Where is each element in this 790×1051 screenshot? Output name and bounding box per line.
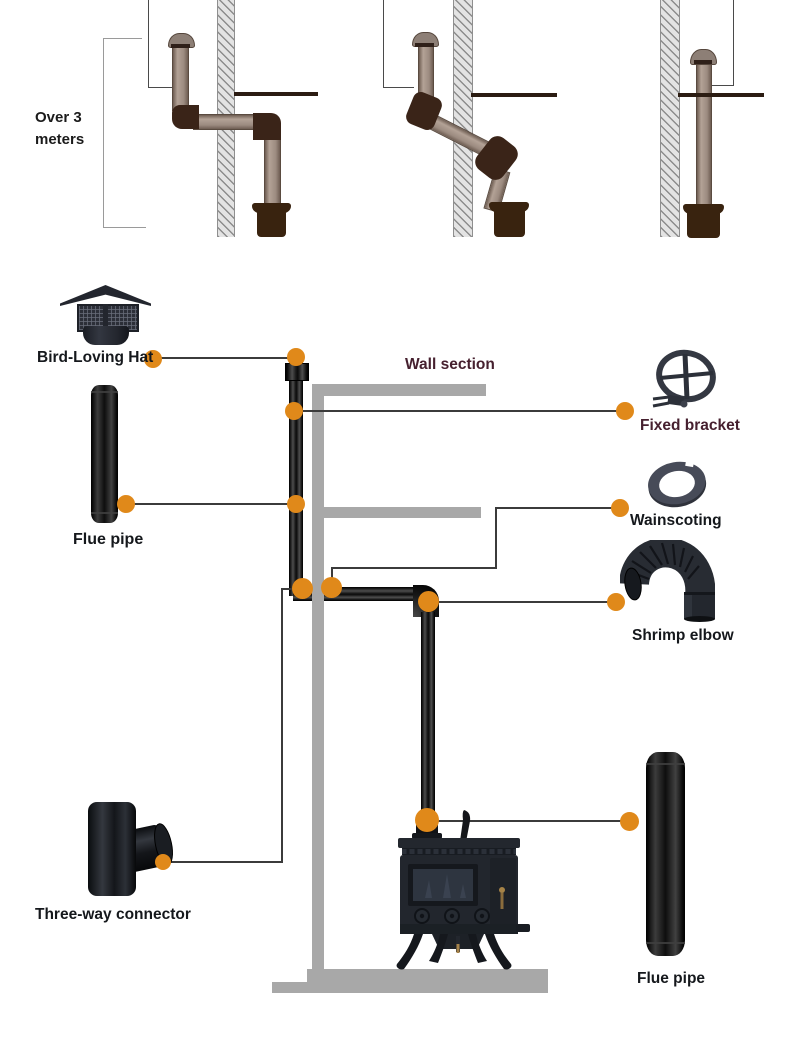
dot-flue-bottom-label [620, 812, 639, 831]
floor-line [471, 93, 557, 97]
wall-section-lower [312, 507, 481, 518]
main-pipe-vertical [289, 352, 303, 596]
callout-line [148, 87, 174, 88]
leader-line-fixed-bracket [296, 410, 623, 412]
dot-shrimp-label [607, 593, 625, 611]
bird-hat-image [60, 285, 151, 345]
main-pipe-drop [421, 612, 435, 830]
dot-bird-hat-label [144, 350, 162, 368]
pipe-crimp-ring [91, 512, 118, 514]
stove-collar [489, 202, 529, 212]
pipe-crimp-ring [646, 942, 685, 944]
pipe-horizontal [193, 114, 258, 130]
callout-line [383, 87, 414, 88]
measurement-line1: Over 3 [35, 109, 82, 126]
pipe-crimp-ring [91, 391, 118, 393]
stove-collar [252, 203, 291, 213]
floor-line [234, 92, 318, 96]
dot-wainscoting-label [611, 499, 629, 517]
pipe-elbow [253, 113, 281, 140]
dot-elbow [418, 591, 439, 612]
rain-cap-base [171, 44, 190, 48]
cap-mesh-divider [103, 304, 108, 328]
label-fixed-bracket: Fixed bracket [640, 417, 740, 434]
label-bird-hat: Bird-Loving Hat [37, 349, 154, 366]
label-flue-pipe-left: Flue pipe [73, 531, 144, 548]
wainscoting-image [644, 456, 710, 512]
dot-junction-wall [321, 577, 342, 598]
label-wall-section: Wall section [405, 356, 495, 373]
fixed-bracket-image [648, 346, 720, 416]
stove-collar [687, 213, 720, 238]
leader-line-flue-pipe-bottom [430, 820, 629, 822]
dot-three-way-label [155, 854, 171, 870]
measurement-line2: meters [35, 130, 85, 148]
wall-section-vertical [312, 384, 324, 970]
stove-collar [494, 211, 525, 237]
leader-line-three-way [281, 588, 299, 590]
floor-slab [307, 969, 548, 983]
dot-bracket-pipe [285, 402, 303, 420]
pipe-crimp-ring [646, 763, 685, 765]
cap-roof [60, 285, 151, 306]
dimension-line [103, 38, 104, 228]
leader-line-three-way [165, 861, 283, 863]
pipe-elbow [172, 105, 199, 129]
wall-hatched [660, 0, 680, 237]
dimension-tick-top [103, 38, 142, 39]
callout-line [733, 0, 734, 86]
leader-line-bird-hat [155, 357, 296, 359]
callout-line [709, 85, 734, 86]
measurement-label: Over 3 meters [35, 107, 84, 151]
pipe-vertical [696, 63, 712, 211]
flue-pipe-left-image [91, 385, 118, 523]
rain-cap-base [694, 60, 712, 64]
callout-line [383, 0, 384, 87]
dot-flue-left-pipe [287, 495, 305, 513]
cap-base [83, 326, 129, 345]
stove-collar [683, 204, 724, 214]
dot-flue-left-label [117, 495, 135, 513]
label-flue-pipe-bottom: Flue pipe [637, 970, 706, 987]
wall-hatched [453, 0, 473, 237]
pipe-vertical [264, 137, 281, 207]
flue-pipe-bottom-image [646, 752, 685, 956]
dimension-tick-bottom [103, 227, 146, 228]
leader-line-wainscoting [495, 507, 497, 568]
label-shrimp-elbow: Shrimp elbow [632, 627, 734, 644]
dot-stove-collar [415, 808, 439, 832]
dot-junction-left [292, 578, 313, 599]
leader-line-flue-pipe-left [127, 503, 296, 505]
leader-line-three-way [281, 589, 283, 863]
wood-stove-image [392, 806, 532, 976]
shrimp-elbow-image [620, 540, 715, 622]
label-three-way: Three-way connector [35, 906, 191, 923]
stove-collar [257, 212, 286, 237]
label-wainscoting: Wainscoting [630, 512, 722, 529]
leader-line-shrimp-elbow [432, 601, 616, 603]
floor-line [678, 93, 764, 97]
three-way-connector-image [78, 792, 174, 904]
wall-section-upper [312, 384, 486, 396]
leader-line-wainscoting [332, 567, 497, 569]
callout-line [148, 0, 149, 87]
dot-bracket-label [616, 402, 634, 420]
floor-slab-step [272, 982, 548, 993]
pipe-vertical [172, 47, 189, 111]
leader-line-wainscoting [495, 507, 620, 509]
rain-cap-base [415, 43, 434, 47]
dot-pipe-top [287, 348, 305, 366]
